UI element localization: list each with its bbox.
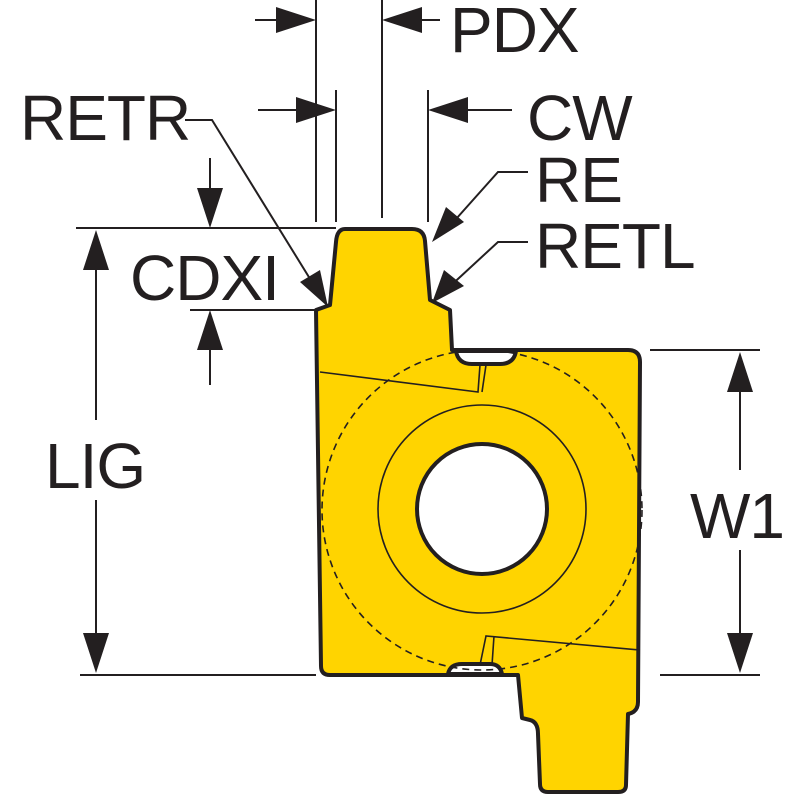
dashed-seat-circle — [321, 349, 643, 671]
w1-arrow-bottom — [727, 633, 753, 673]
cw-arrow-left — [296, 97, 336, 123]
label-w1: W1 — [690, 480, 784, 552]
retl-arrow — [432, 270, 464, 303]
label-cdxi: CDXI — [130, 242, 279, 314]
label-re: RE — [535, 144, 622, 216]
grooving-insert — [314, 227, 643, 794]
center-hole — [415, 442, 549, 576]
retr-arrow — [300, 270, 328, 307]
label-cw: CW — [527, 82, 633, 154]
label-retl: RETL — [535, 210, 695, 282]
upper-relief-line — [319, 364, 487, 393]
lig-arrow-bottom — [83, 633, 109, 673]
cdxi-arrow-top — [197, 188, 223, 228]
bottom-clamp-notch — [446, 662, 504, 676]
dimension-labels: PDX RETR CW RE RETL CDXI LIG W1 — [20, 0, 785, 552]
pdx-arrow-right — [382, 7, 422, 33]
label-pdx: PDX — [450, 0, 579, 66]
cw-arrow-right — [428, 97, 468, 123]
cdxi-arrow-bottom — [197, 310, 223, 350]
pdx-arrow-left — [276, 7, 316, 33]
lower-relief-line — [479, 635, 641, 666]
lig-arrow-top — [83, 230, 109, 270]
label-lig: LIG — [45, 430, 145, 502]
w1-arrow-top — [727, 352, 753, 392]
dimension-lines — [76, 0, 760, 676]
label-retr: RETR — [20, 82, 190, 154]
counterbore-ring — [377, 404, 587, 614]
top-clamp-notch — [454, 349, 518, 366]
re-arrow — [432, 207, 464, 242]
